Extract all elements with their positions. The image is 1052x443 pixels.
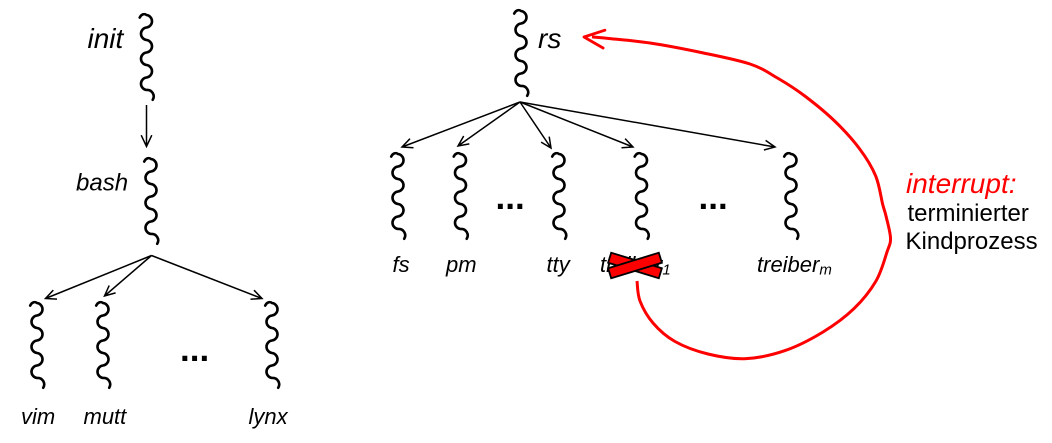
svg-text:interrupt:: interrupt: (906, 168, 1017, 199)
svg-text:init: init (88, 23, 125, 54)
svg-text:vim: vim (21, 404, 55, 429)
svg-text:...: ... (496, 178, 525, 217)
svg-text:mutt: mutt (84, 404, 128, 429)
svg-text:terminierter: terminierter (908, 200, 1029, 227)
svg-text:rs: rs (538, 23, 561, 54)
svg-text:Kindprozess: Kindprozess (906, 228, 1038, 255)
svg-text:bash: bash (76, 170, 128, 197)
svg-text:pm: pm (445, 252, 477, 277)
svg-text:fs: fs (393, 252, 410, 277)
svg-text:...: ... (180, 330, 209, 369)
svg-text:tty: tty (547, 252, 572, 277)
svg-text:lynx: lynx (249, 404, 289, 429)
svg-text:...: ... (699, 178, 728, 217)
